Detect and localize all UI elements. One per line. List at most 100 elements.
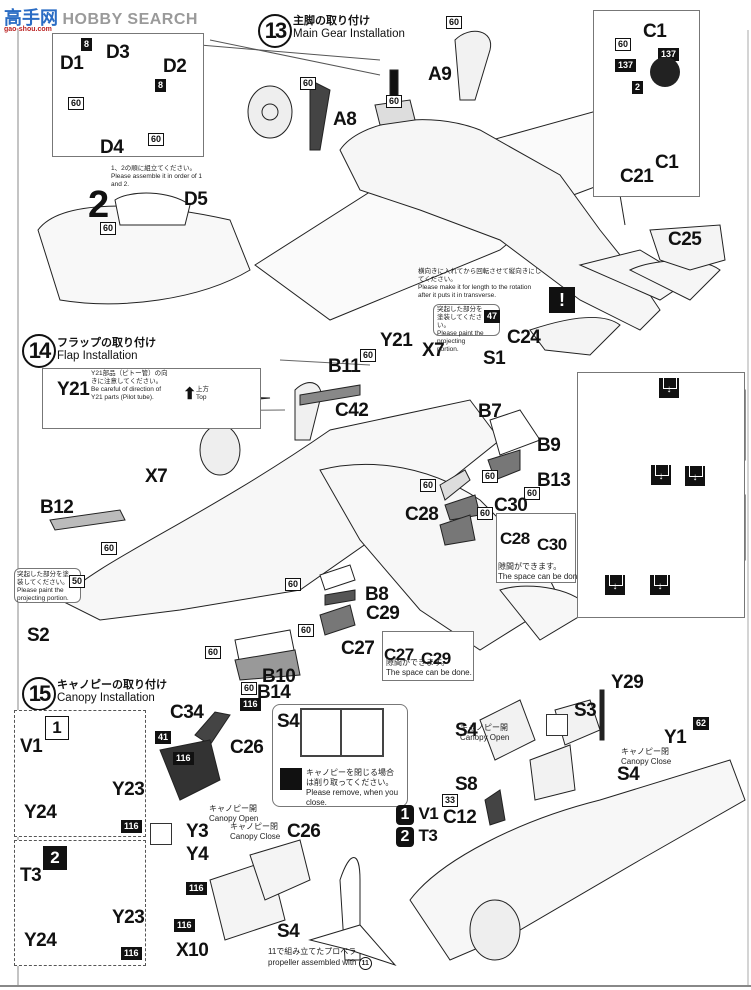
color-code: 60 <box>420 479 437 492</box>
rotation-note-jp: 横向きに入れてから回転させて縦向きにしてください。 <box>418 268 542 283</box>
gap-note-box-c27-c29 <box>382 631 474 681</box>
color-code: 60 <box>148 133 165 146</box>
s4-removal-note-en: Please remove, when you close. <box>306 788 399 807</box>
part-label-y1: Y1 <box>664 727 687 748</box>
color-code: 60 <box>68 97 85 110</box>
part-label-c42: C42 <box>335 400 369 421</box>
part-label-c30: C30 <box>494 495 528 516</box>
assembly-order-note-en: Please assemble it in order of 1 and 2. <box>111 173 203 188</box>
propeller-note-jp: 11で組み立てたプロペラ <box>268 947 357 956</box>
part-label-c24: C24 <box>507 327 541 348</box>
canopy-open-jp: キャノピー開 <box>460 723 508 732</box>
part-label-s4: S4 <box>277 921 300 942</box>
part-label-s2: S2 <box>27 625 50 646</box>
canopy-open-en: Canopy Open <box>209 814 259 823</box>
part-label-b13: B13 <box>537 470 571 491</box>
part-label-y21: Y21 <box>57 379 90 400</box>
color-code: 60 <box>446 16 463 29</box>
reverse-side-icon <box>150 823 172 845</box>
part-label-b12: B12 <box>40 497 74 518</box>
color-code: 116 <box>174 919 195 932</box>
part-label-d1: D1 <box>60 53 84 74</box>
part-label-v1: V1 <box>418 804 439 823</box>
color-code: 60 <box>300 77 317 90</box>
paint-note-en: Please paint the projecting portion. <box>437 330 484 353</box>
propeller-note-en: propeller assembled with 11 <box>268 957 372 970</box>
color-code: 60 <box>101 542 118 555</box>
drill-hole-icon <box>651 465 671 485</box>
step-13-number: 13 <box>258 14 292 48</box>
step-14-title-jp: フラップの取り付け <box>57 337 156 349</box>
part-label-y24: Y24 <box>24 930 57 951</box>
drill-hole-icon <box>605 575 625 595</box>
s4-part-divider <box>340 708 342 755</box>
part-label-c29: C29 <box>421 649 451 668</box>
variant-key-1: 1 V1 <box>396 804 439 825</box>
canopy-open-jp: キャノピー開 <box>209 804 257 813</box>
reverse-side-icon <box>546 714 568 736</box>
variant-key-2: 2 T3 <box>396 827 438 847</box>
paint-note-box <box>433 304 500 336</box>
part-label-y23: Y23 <box>112 779 145 800</box>
d-subassembly-box <box>52 33 204 157</box>
assembly-order-note: 1、2の順に組立てください。 Please assemble it in ord… <box>111 165 211 189</box>
part-label-c26: C26 <box>230 737 264 758</box>
y21-direction-note-en: Be careful of direction of Y21 parts (Pi… <box>91 386 162 401</box>
propeller-note: 11で組み立てたプロペラ propeller assembled with 11 <box>268 947 372 970</box>
part-label-c28: C28 <box>500 529 530 548</box>
part-label-x7: X7 <box>422 340 445 361</box>
part-label-c29: C29 <box>366 603 400 624</box>
part-label-s1: S1 <box>483 348 506 369</box>
part-label-c21: C21 <box>620 166 654 187</box>
drill-hole-icon <box>650 575 670 595</box>
color-code: 60 <box>100 222 117 235</box>
variant-badge-2: 2 <box>396 827 414 847</box>
gap-note-jp: 隙間ができます。 <box>498 562 562 571</box>
variant-2-box <box>14 840 146 966</box>
color-code: 60 <box>386 95 403 108</box>
color-code: 116 <box>173 752 194 765</box>
color-code: 60 <box>205 646 222 659</box>
part-label-c27: C27 <box>341 638 375 659</box>
part-label-y23: Y23 <box>112 907 145 928</box>
color-code: 137 <box>615 59 637 72</box>
color-code: 2 <box>632 81 644 94</box>
top-direction-label: 上方 Top <box>196 386 209 402</box>
paint-note-jp: 突起した部分を塗装してください。 <box>437 306 483 329</box>
watermark-url: gao-shou.com <box>4 26 52 33</box>
part-label-d2: D2 <box>163 56 187 77</box>
part-label-b14: B14 <box>257 682 291 703</box>
drill-hole-icon <box>659 378 679 398</box>
wheel-drawing <box>650 57 680 87</box>
part-label-v1: V1 <box>20 736 43 757</box>
color-code: 60 <box>241 682 258 695</box>
part-label-d3: D3 <box>106 42 130 63</box>
propeller-note-en-text: propeller assembled with <box>268 958 357 967</box>
color-code: 116 <box>240 698 261 711</box>
color-code: 60 <box>482 470 499 483</box>
assembly-order-number: 2 <box>88 184 110 226</box>
canopy-close-en: Canopy Close <box>230 832 281 841</box>
color-code: 60 <box>285 578 302 591</box>
drill-hole-icon <box>685 466 705 486</box>
part-label-c1: C1 <box>655 152 679 173</box>
color-code: 47 <box>484 310 501 323</box>
part-label-b7: B7 <box>478 401 502 422</box>
part-label-t3: T3 <box>20 865 42 886</box>
rotation-note: 横向きに入れてから回転させて縦向きにしてください。 Please make it… <box>418 268 543 300</box>
color-code: 60 <box>360 349 377 362</box>
part-label-a8: A8 <box>333 109 357 130</box>
part-label-y24: Y24 <box>24 802 57 823</box>
step-14-title-en: Flap Installation <box>57 350 138 362</box>
part-label-b11: B11 <box>328 356 361 377</box>
step-13-title: 主脚の取り付け Main Gear Installation <box>293 15 405 41</box>
part-label-c28: C28 <box>405 504 439 525</box>
variant-badge-2: 2 <box>43 846 67 870</box>
color-code: 60 <box>298 624 315 637</box>
part-label-y4: Y4 <box>186 844 209 865</box>
watermark-logo: 高手网 <box>4 8 58 28</box>
canopy-open-label: キャノピー開 Canopy Open <box>460 723 509 743</box>
color-code: 62 <box>693 717 710 730</box>
y21-direction-note: Y21部品（ピトー管）の向きに注意してください。 Be careful of d… <box>91 370 171 402</box>
y21-direction-box <box>42 368 261 429</box>
